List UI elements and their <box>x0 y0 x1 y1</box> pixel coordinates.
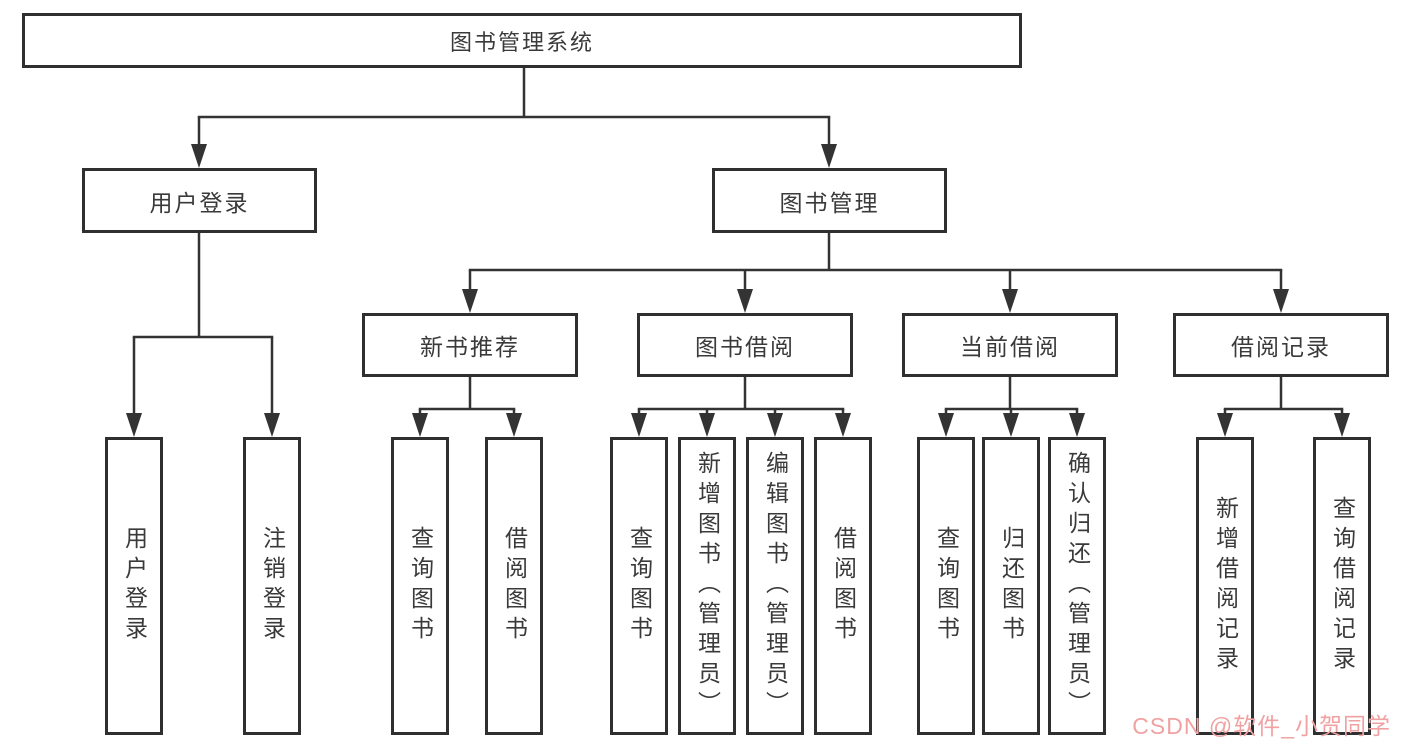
node-current-borrowing: 当前借阅 <box>902 313 1118 377</box>
node-label: 图书管理系统 <box>449 29 594 55</box>
leaf-return-books: 归还图书 <box>982 437 1040 735</box>
node-book-management: 图书管理 <box>712 168 947 233</box>
leaf-recommend-borrow-books: 借阅图书 <box>485 437 543 735</box>
node-library-management-system: 图书管理系统 <box>22 13 1022 68</box>
leaf-add-borrow-record: 新增借阅记录 <box>1196 437 1254 735</box>
node-label: 查询图书 <box>626 526 653 646</box>
node-borrowing-records: 借阅记录 <box>1173 313 1389 377</box>
leaf-recommend-query-books: 查询图书 <box>391 437 449 735</box>
node-label: 用户登录 <box>149 189 250 216</box>
leaf-logout: 注销登录 <box>243 437 301 735</box>
leaf-edit-books-admin: 编辑图书（管理员） <box>746 437 804 735</box>
node-label: 归还图书 <box>998 526 1025 646</box>
leaf-user-login: 用户登录 <box>105 437 163 735</box>
leaf-borrow-query-books: 查询图书 <box>610 437 668 735</box>
node-label: 注销登录 <box>259 526 286 646</box>
leaf-borrow-books: 借阅图书 <box>814 437 872 735</box>
node-label: 图书借阅 <box>695 334 795 360</box>
node-label: 用户登录 <box>121 526 148 646</box>
node-label: 新增图书（管理员） <box>694 451 721 721</box>
leaf-confirm-return-admin: 确认归还（管理员） <box>1048 437 1106 735</box>
csdn-watermark: CSDN @软件_小贺同学 <box>1132 713 1391 739</box>
node-label: 查询借阅记录 <box>1329 496 1356 676</box>
node-label: 查询图书 <box>407 526 434 646</box>
node-label: 当前借阅 <box>960 334 1060 360</box>
node-label: 新增借阅记录 <box>1212 496 1239 676</box>
leaf-add-books-admin: 新增图书（管理员） <box>678 437 736 735</box>
node-book-borrowing: 图书借阅 <box>637 313 853 377</box>
node-label: 图书管理 <box>779 189 880 216</box>
node-label: 借阅图书 <box>830 526 857 646</box>
leaf-current-query-books: 查询图书 <box>917 437 975 735</box>
node-label: 查询图书 <box>933 526 960 646</box>
node-user-login: 用户登录 <box>82 168 317 233</box>
node-label: 借阅图书 <box>501 526 528 646</box>
leaf-query-borrow-record: 查询借阅记录 <box>1313 437 1371 735</box>
node-label: 确认归还（管理员） <box>1064 451 1091 721</box>
node-label: 新书推荐 <box>420 334 520 360</box>
node-new-book-recommendation: 新书推荐 <box>362 313 578 377</box>
node-label: 借阅记录 <box>1231 334 1331 360</box>
node-label: 编辑图书（管理员） <box>762 451 789 721</box>
